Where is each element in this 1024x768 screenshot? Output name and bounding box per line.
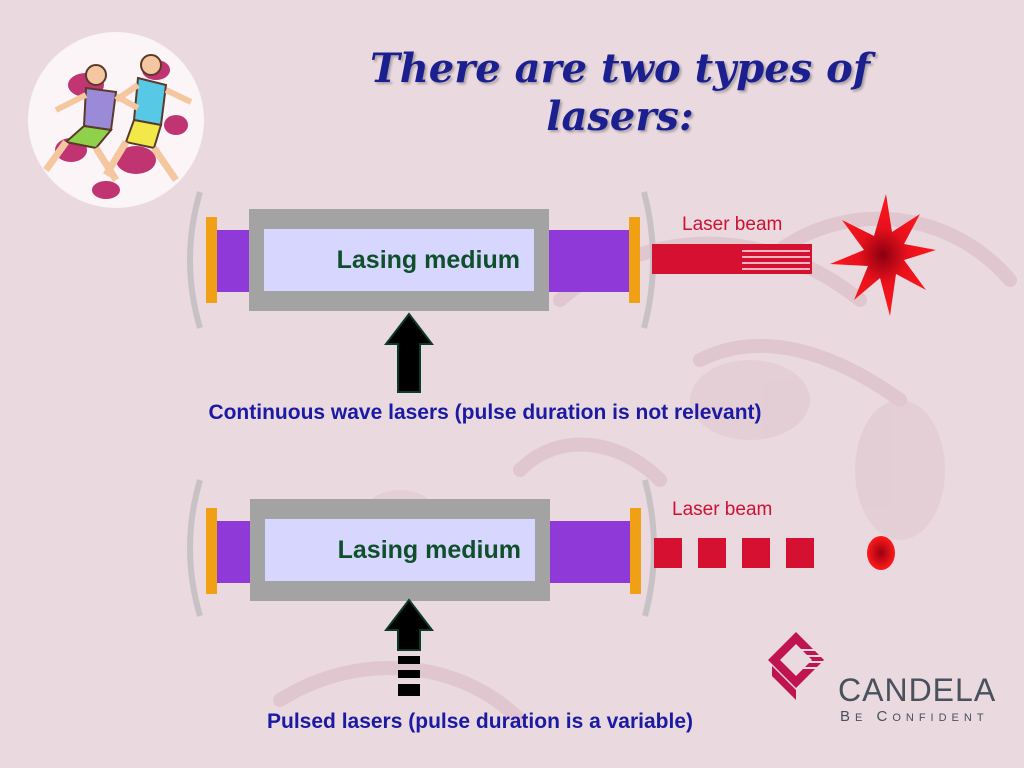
continuous-beam [652, 244, 812, 274]
left-lens-icon [187, 479, 203, 617]
left-rod [217, 230, 253, 292]
right-rod [549, 230, 629, 292]
pulsed-beam [654, 538, 814, 568]
candela-tagline: Be Confident [840, 708, 989, 725]
starburst-icon [830, 194, 936, 316]
candela-logo-icon [768, 632, 828, 700]
pulsed-laser-diagram: Lasing medium Laser beam [180, 478, 940, 618]
target-dot-icon [867, 536, 895, 570]
up-arrow-icon [384, 312, 434, 393]
runners-clipart [28, 32, 204, 208]
pulsed-up-arrow-icon [384, 598, 434, 696]
title-line-2: lasers: [546, 93, 694, 140]
pulsed-caption: Pulsed lasers (pulse duration is a varia… [267, 710, 693, 733]
slide-title: There are two types of lasers: [340, 45, 900, 141]
left-rod [217, 521, 253, 583]
lasing-medium-box: Lasing medium [250, 499, 550, 601]
left-mirror [206, 508, 217, 594]
right-mirror [629, 217, 640, 303]
lasing-medium-label: Lasing medium [264, 229, 534, 291]
laser-beam-label: Laser beam [672, 499, 773, 520]
left-mirror [206, 217, 217, 303]
lasing-medium-box: Lasing medium [249, 209, 549, 311]
right-mirror [630, 508, 641, 594]
continuous-caption: Continuous wave lasers (pulse duration i… [208, 401, 762, 424]
laser-beam-label: Laser beam [682, 214, 783, 235]
left-lens-icon [187, 191, 203, 329]
right-rod [550, 521, 630, 583]
candela-brand: CANDELA [838, 672, 997, 708]
title-line-1: There are two types of [369, 45, 871, 92]
continuous-laser-diagram: Lasing medium Laser beam [180, 190, 940, 330]
lasing-medium-label: Lasing medium [265, 519, 535, 581]
